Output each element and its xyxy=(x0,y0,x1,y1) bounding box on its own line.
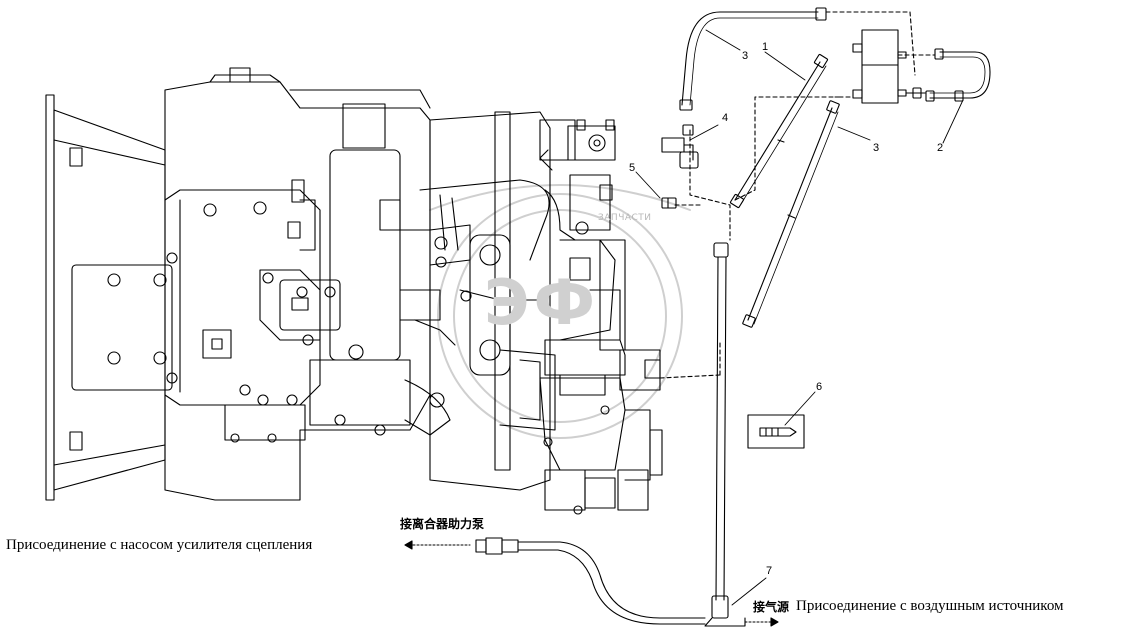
callout-2: 2 xyxy=(937,142,944,154)
callout-5: 5 xyxy=(629,162,636,174)
part-6-bolt-detail xyxy=(747,414,805,449)
solenoid-valve-block xyxy=(852,29,926,104)
gearbox-housing xyxy=(164,67,441,501)
air-tube-3-upper xyxy=(679,7,827,111)
rear-housing xyxy=(404,111,556,491)
callout-6: 6 xyxy=(816,381,823,393)
clutch-pump-caption-ru: Присоединение с насосом усилителя сцепле… xyxy=(6,537,313,553)
fitting-5 xyxy=(661,197,677,209)
bell-housing-flange xyxy=(45,94,173,501)
air-tube-2 xyxy=(912,48,991,102)
watermark-logo-text: ЭФ xyxy=(484,266,599,339)
flow-arrow-air-head xyxy=(770,617,779,627)
air-source-caption-cn: 接气源 xyxy=(753,600,790,614)
callout-3-lower: 3 xyxy=(873,142,880,154)
watermark-logo xyxy=(429,184,691,439)
elbow-fitting-4 xyxy=(661,124,699,169)
valve-assembly xyxy=(539,119,663,515)
air-tube-1 xyxy=(729,53,829,209)
clutch-pump-hose xyxy=(475,537,706,625)
watermark-text: ЗАПЧАСТИ xyxy=(598,213,652,223)
callout-1: 1 xyxy=(762,41,769,53)
flow-arrow-clutch-head xyxy=(404,540,413,550)
air-hose-7 xyxy=(704,242,746,627)
air-source-caption-ru: Присоединение с воздушным источником xyxy=(796,598,1064,614)
callout-3-upper: 3 xyxy=(742,50,749,62)
callout-7: 7 xyxy=(766,565,773,577)
air-tube-3-lower xyxy=(742,100,840,328)
leader-lines xyxy=(635,29,964,606)
clutch-pump-caption-cn: 接离合器助力泵 xyxy=(400,517,485,531)
air-circuit-dashed xyxy=(659,11,936,379)
callout-4: 4 xyxy=(722,112,729,124)
